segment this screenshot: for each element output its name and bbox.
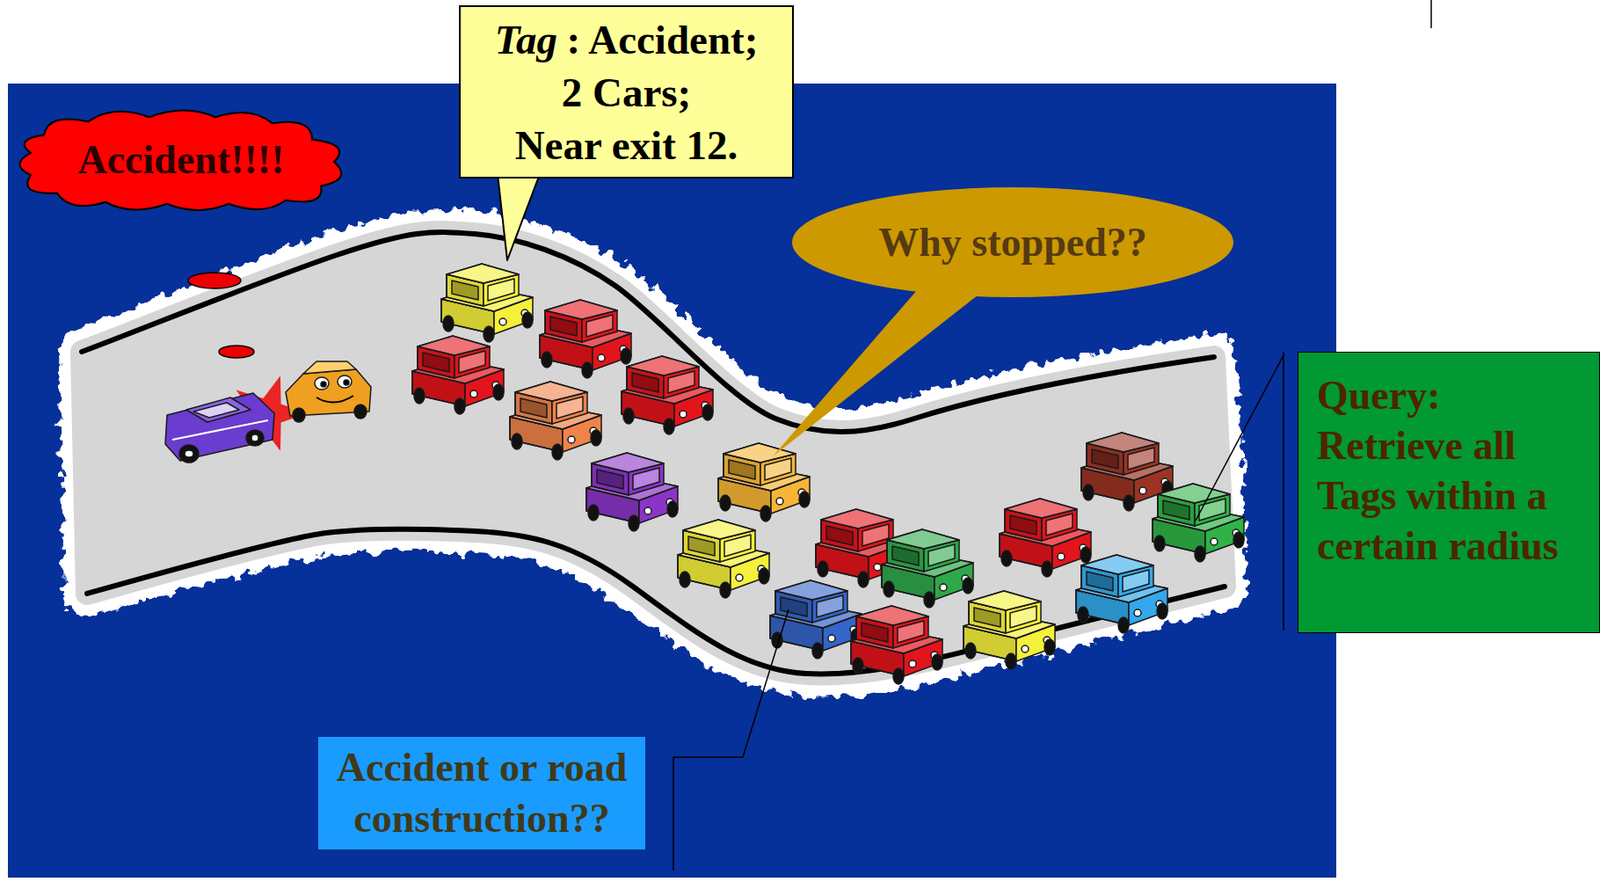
wrecked-car — [285, 361, 371, 422]
car — [539, 299, 632, 379]
text-line: Accident!!!! — [26, 135, 336, 185]
road-surface — [81, 232, 1225, 674]
car — [770, 580, 862, 659]
node-content: Accident or road construction?? — [332, 741, 632, 844]
text-line: Near exit 12. — [467, 118, 786, 172]
tag-text: Near exit 12. — [515, 122, 739, 168]
question-text: Accident or road construction?? — [336, 744, 628, 841]
debris-mark — [188, 272, 241, 289]
alert-text: Accident!!!! — [77, 137, 284, 182]
query-text: Retrieve all Tags within a certain radiu… — [1316, 422, 1559, 568]
node-content: Query:Retrieve all Tags within a certain… — [1316, 370, 1579, 571]
debris-mark — [218, 345, 255, 358]
node-content: Tag: Accident;2 Cars;Near exit 12. — [467, 13, 786, 172]
car — [850, 605, 943, 684]
car — [412, 335, 504, 415]
car — [718, 443, 810, 522]
bubble-shape — [792, 187, 1234, 298]
car — [999, 498, 1091, 577]
car — [881, 529, 974, 608]
question-text: Why stopped?? — [878, 219, 1147, 265]
edge-mark — [1430, 0, 1433, 29]
leader-line — [1195, 355, 1284, 521]
callout-pointer — [497, 174, 540, 261]
question-box: Accident or road construction?? — [318, 736, 646, 850]
car — [677, 519, 770, 598]
text-line: Accident or road construction?? — [332, 741, 632, 844]
car — [1076, 554, 1168, 633]
tag-text: 2 Cars; — [561, 69, 692, 116]
car — [509, 381, 602, 460]
tag-callout: Tag: Accident;2 Cars;Near exit 12. — [458, 5, 794, 179]
bubble-pointer — [772, 283, 987, 457]
leader-line — [673, 609, 789, 757]
car — [963, 590, 1055, 670]
query-heading: Query: — [1316, 372, 1441, 418]
leader-line — [1282, 351, 1285, 631]
node-content: Accident!!!! — [26, 135, 336, 185]
tag-text: : Accident; — [566, 16, 758, 63]
car — [586, 452, 678, 531]
cloud-shape — [20, 110, 342, 211]
car — [441, 263, 533, 342]
car — [1152, 483, 1244, 562]
text-line: Retrieve all Tags within a certain radiu… — [1316, 420, 1579, 571]
node-content: Why stopped?? — [817, 218, 1208, 268]
wrecked-car — [165, 392, 275, 463]
text-line: Query: — [1316, 370, 1579, 421]
tag-keyword: Tag — [494, 16, 558, 63]
text-line: Why stopped?? — [817, 218, 1208, 268]
alert-cloud: Accident!!!! — [8, 103, 354, 217]
text-line: 2 Cars; — [467, 65, 786, 119]
query-box: Query:Retrieve all Tags within a certain… — [1297, 351, 1600, 633]
text-line: Tag: Accident; — [467, 13, 786, 66]
car — [621, 356, 713, 435]
question-bubble: Why stopped?? — [791, 186, 1235, 299]
background-panel — [7, 83, 1337, 878]
road-shoulder — [81, 232, 1225, 674]
leader-line — [672, 756, 675, 871]
